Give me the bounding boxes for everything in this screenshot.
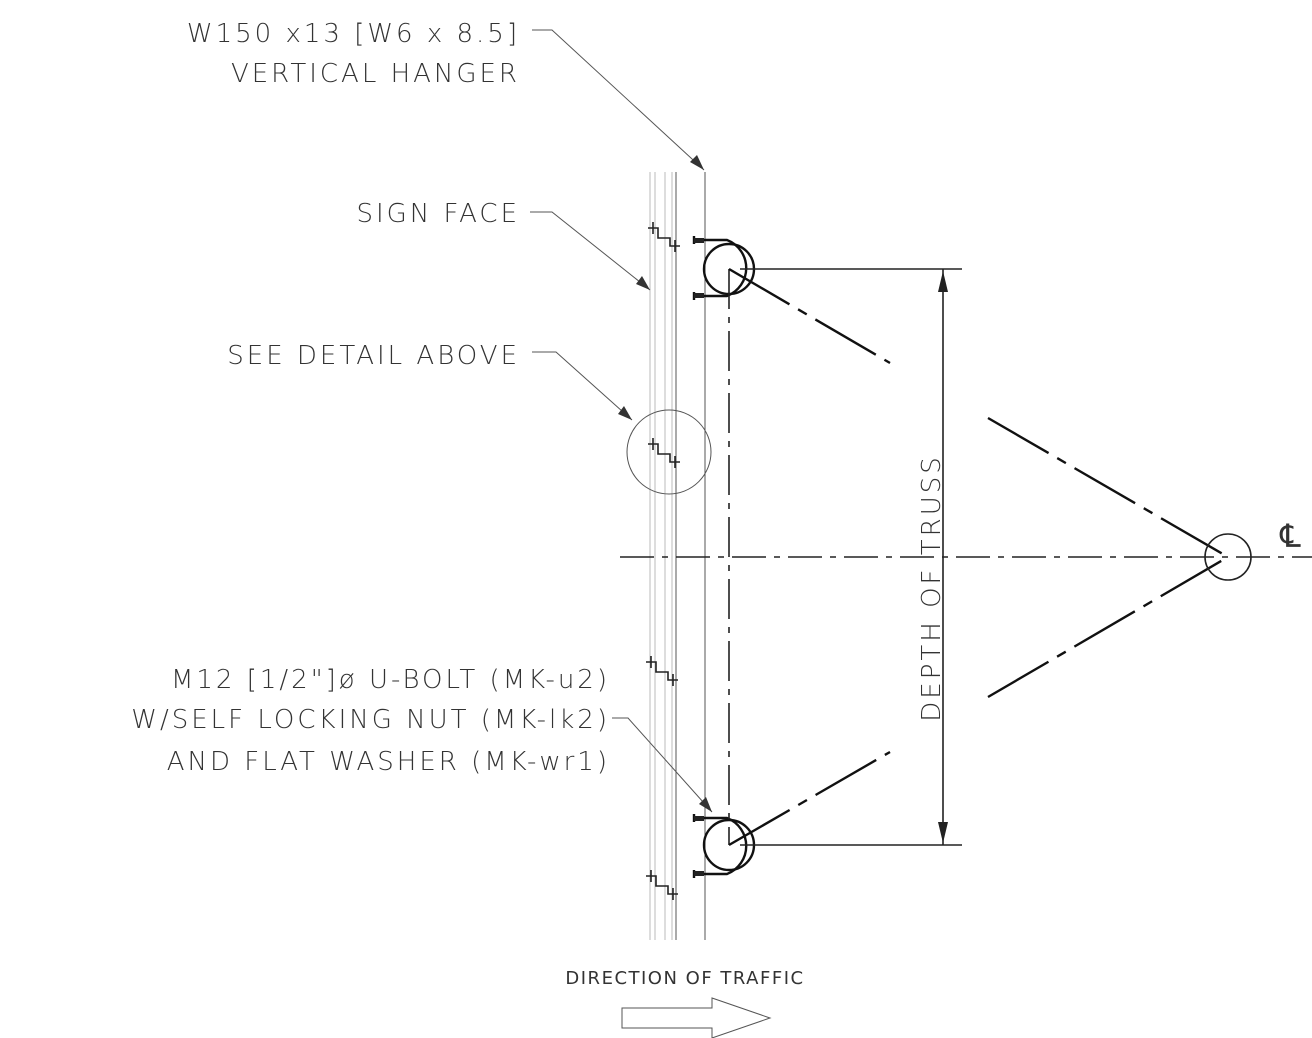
hanger-leader [532,29,705,171]
hanger-label-line2: VERTICAL HANGER [231,59,520,89]
sign-face-label: SIGN FACE [356,199,520,229]
u-bolt-label-line3: AND FLAT WASHER (MK-wr1) [167,747,610,777]
see-detail-leader [532,351,633,421]
sign-clip-2 [648,438,680,468]
depth-of-truss-label: DEPTH OF TRUSS [917,454,947,722]
truss-diagonals [728,267,1229,847]
top-u-bolt [692,236,756,300]
depth-dimension [740,268,962,846]
vertical-hanger [675,172,706,940]
truss-chord-circle [1204,533,1252,581]
bottom-u-bolt [692,814,756,878]
traffic-arrow-icon [621,997,772,1038]
detail-callout-circle [626,409,712,495]
sign-clip-3 [646,656,678,686]
sign-face-leader [530,211,651,291]
sign-clip-4 [646,870,678,900]
u-bolt-label-line1: M12 [1/2"]ø U-BOLT (MK-u2) [171,665,610,695]
u-bolt-leader [612,717,713,813]
direction-of-traffic-label: DIRECTION OF TRAFFIC [565,968,804,989]
sign-clip-1 [648,222,680,252]
centerline-symbol: ℄ [1279,517,1304,555]
sign-clip-brackets [646,222,680,900]
hanger-label-line1: W150 x13 [W6 x 8.5] [187,19,520,49]
sign-face-panel [649,172,673,940]
u-bolt-label-line2: W/SELF LOCKING NUT (MK-lk2) [131,705,610,735]
see-detail-label: SEE DETAIL ABOVE [227,341,520,371]
